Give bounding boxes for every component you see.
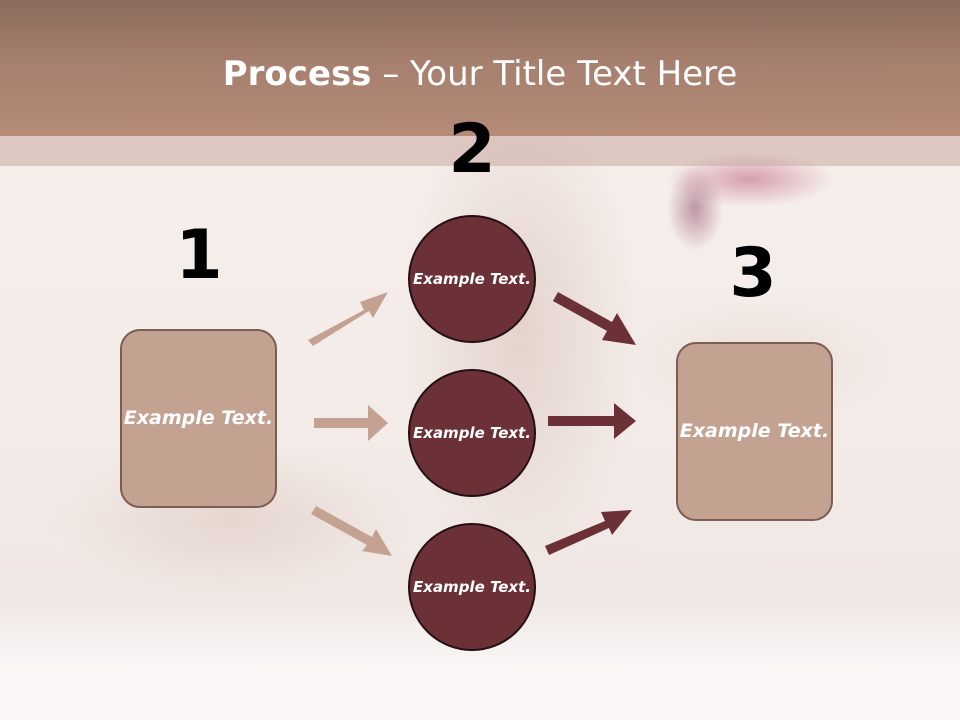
step-2-text-top: Example Text. <box>413 269 531 288</box>
arrow-1-to-2-bottom-icon <box>311 506 392 556</box>
step-3-box: Example Text. <box>676 342 833 521</box>
step-2-text-middle: Example Text. <box>413 423 531 442</box>
title-bold: Process <box>222 54 372 94</box>
title-rest: – Your Title Text Here <box>371 54 738 94</box>
step-2-text-bottom: Example Text. <box>413 577 531 596</box>
arrow-2-to-3-bottom-icon <box>545 510 632 555</box>
arrows-dark <box>545 292 636 555</box>
title-bar-band <box>0 136 960 166</box>
title-bar <box>0 0 960 136</box>
step-2-circle-middle: Example Text. <box>408 369 536 497</box>
step-number-2: 2 <box>448 110 496 189</box>
step-2-circle-bottom: Example Text. <box>408 523 536 651</box>
step-1-text: Example Text. <box>123 407 274 429</box>
step-2-circle-top: Example Text. <box>408 215 536 343</box>
arrow-1-to-2-middle-icon <box>314 405 388 441</box>
step-number-3: 3 <box>729 234 777 313</box>
arrow-2-to-3-middle-icon <box>548 403 636 439</box>
slide-title: Process – Your Title Text Here <box>0 52 960 96</box>
step-3-text: Example Text. <box>679 420 830 442</box>
arrow-2-to-3-top-icon <box>553 292 636 345</box>
arrow-1-to-2-top-icon <box>308 292 388 346</box>
step-1-box: Example Text. <box>120 329 277 508</box>
step-number-1: 1 <box>175 216 223 295</box>
arrows-light <box>308 292 392 556</box>
